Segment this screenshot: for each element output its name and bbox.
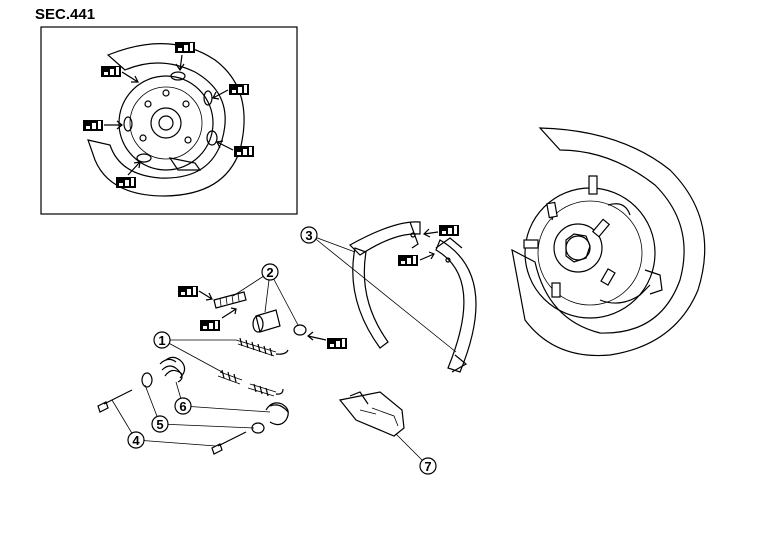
inset-grease-markers: [83, 42, 254, 188]
callout-3: 3: [300, 226, 318, 244]
inset-backing-plate: [87, 43, 245, 197]
callout-3-label: 3: [305, 228, 312, 243]
callout-7: 7: [419, 457, 437, 475]
adjuster-assembly: [178, 286, 347, 349]
callout-4-label: 4: [132, 433, 140, 448]
callout-2-label: 2: [266, 265, 273, 280]
brake-shoes: [349, 221, 477, 373]
adjuster-lever: [338, 391, 405, 437]
return-springs: [217, 337, 289, 397]
callout-4: 4: [127, 431, 145, 449]
inset-frame: [40, 26, 298, 215]
callout-7-label: 7: [424, 459, 431, 474]
callout-2: 2: [261, 263, 279, 281]
callout-5-label: 5: [156, 417, 163, 432]
backing-plate: [511, 127, 706, 357]
callout-1: 1: [153, 331, 171, 349]
callout-1-label: 1: [158, 333, 165, 348]
callout-5: 5: [151, 415, 169, 433]
callout-6: 6: [174, 397, 192, 415]
section-label: SEC.441: [35, 6, 96, 23]
callout-6-label: 6: [179, 399, 186, 414]
hold-down-parts: [97, 356, 289, 455]
